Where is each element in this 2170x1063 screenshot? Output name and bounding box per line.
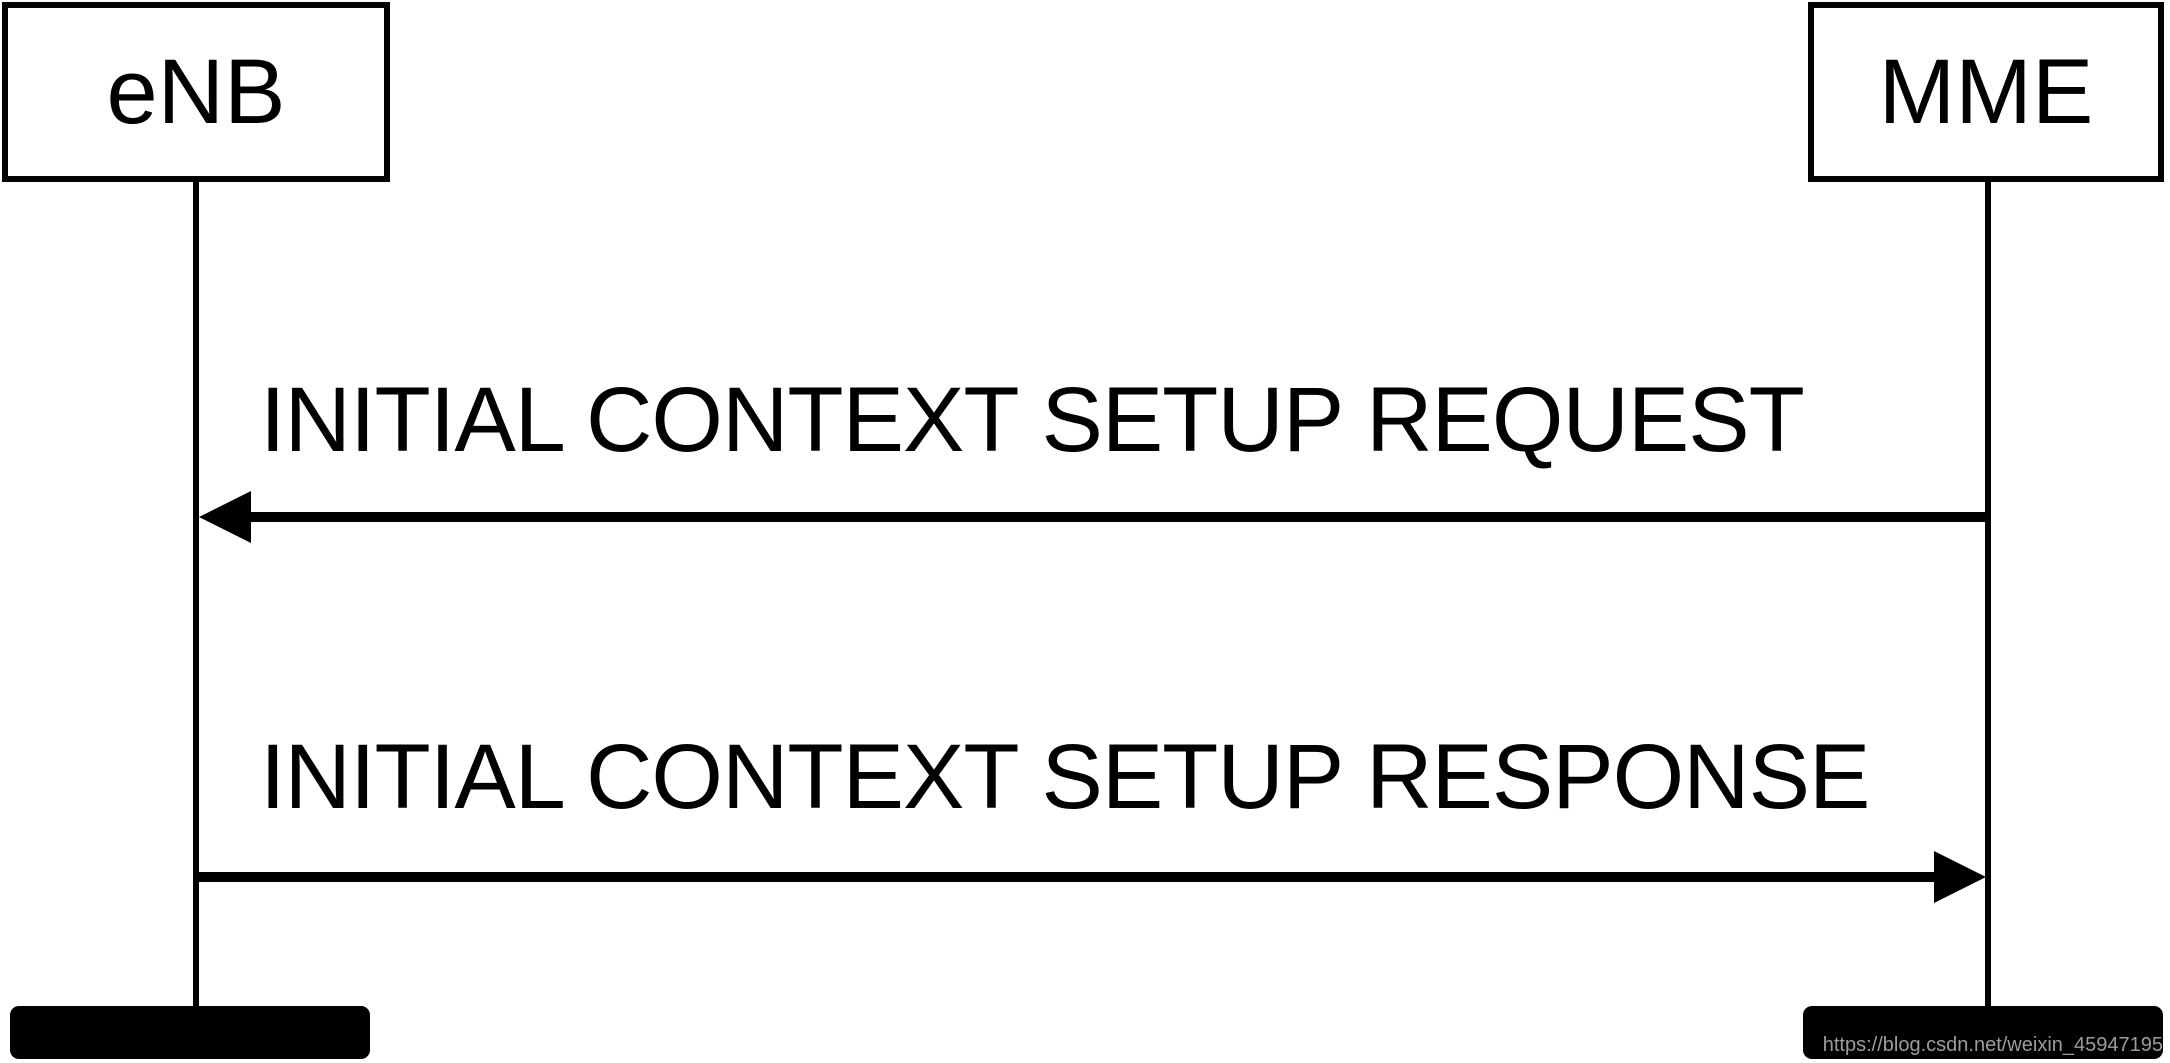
lifeline-mme xyxy=(1985,182,1991,1007)
actor-box-mme: MME xyxy=(1808,2,2164,182)
arrowhead-left-icon xyxy=(199,491,251,543)
message-arrow-request xyxy=(240,512,1988,522)
arrowhead-right-icon xyxy=(1934,851,1986,903)
message-arrow-response xyxy=(196,872,1944,882)
lifeline-terminator-enb xyxy=(10,1006,370,1059)
message-label-initial-context-setup-response: INITIAL CONTEXT SETUP RESPONSE xyxy=(260,726,1870,828)
message-label-initial-context-setup-request: INITIAL CONTEXT SETUP REQUEST xyxy=(260,369,1805,471)
watermark-text: https://blog.csdn.net/weixin_45947195 xyxy=(1822,1034,2163,1056)
actor-box-enb: eNB xyxy=(2,2,390,182)
actor-label-mme: MME xyxy=(1878,41,2094,143)
actor-label-enb: eNB xyxy=(106,41,286,143)
lifeline-terminator-mme xyxy=(1803,1006,2163,1059)
lifeline-enb xyxy=(193,182,199,1007)
